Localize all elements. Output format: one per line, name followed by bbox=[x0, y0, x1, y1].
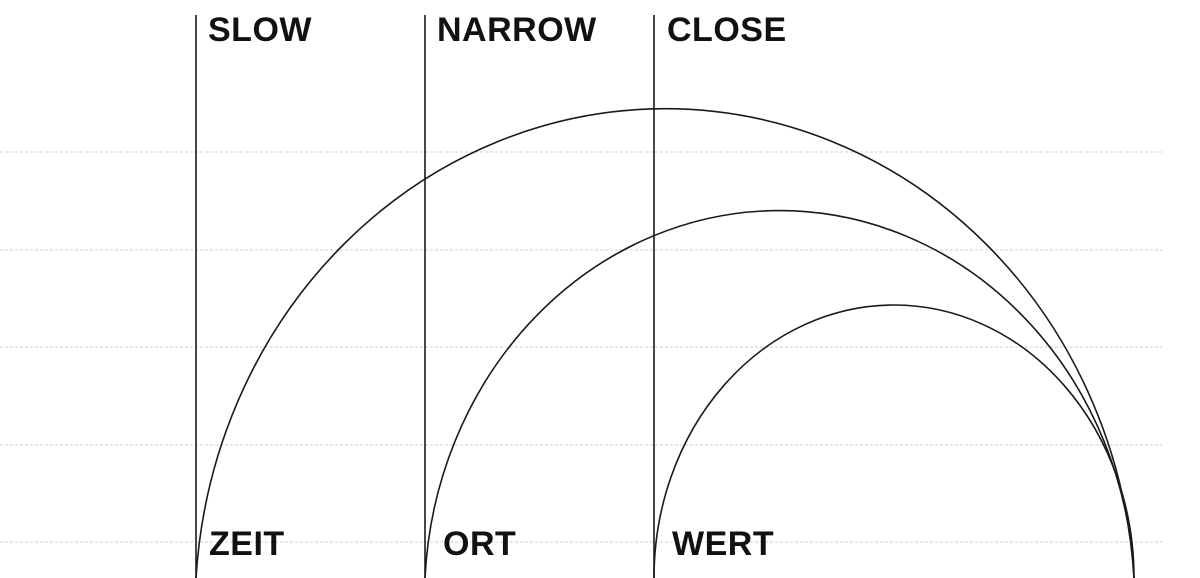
arc-large bbox=[195, 108, 1135, 578]
top-labels: SLOW NARROW CLOSE bbox=[208, 11, 787, 49]
arcs bbox=[195, 108, 1135, 578]
arc-medium bbox=[424, 209, 1135, 578]
label-ort: ORT bbox=[443, 525, 516, 563]
label-narrow: NARROW bbox=[437, 11, 597, 49]
label-wert: WERT bbox=[672, 525, 774, 563]
stems bbox=[195, 15, 655, 578]
bottom-labels: ZEIT ORT WERT bbox=[209, 525, 774, 563]
arc-small bbox=[653, 304, 1135, 578]
label-zeit: ZEIT bbox=[209, 525, 285, 563]
label-slow: SLOW bbox=[208, 11, 312, 49]
label-close: CLOSE bbox=[667, 11, 787, 49]
guide-lines bbox=[0, 151, 1162, 543]
